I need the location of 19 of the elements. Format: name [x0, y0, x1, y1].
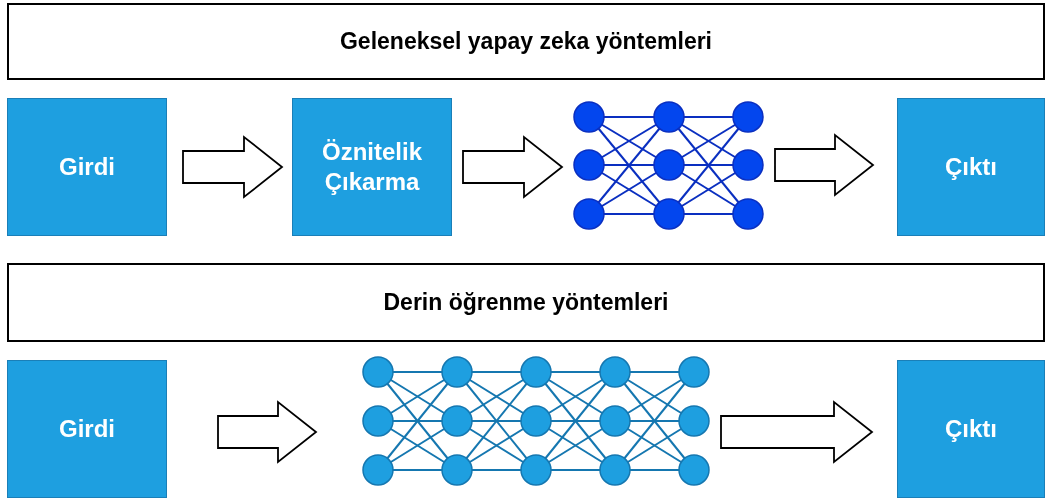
box-label: Girdi	[59, 414, 115, 444]
box-label: Öznitelik Çıkarma	[321, 137, 423, 197]
heading-band	[7, 3, 1045, 80]
process-box	[897, 360, 1045, 498]
process-box	[292, 98, 452, 236]
block-arrow	[774, 133, 875, 197]
box-label: Çıktı	[945, 152, 997, 182]
section-heading: Derin öğrenme yöntemleri	[383, 288, 669, 318]
process-box	[897, 98, 1045, 236]
process-box	[7, 98, 167, 236]
block-arrow	[720, 400, 874, 464]
box-label: Girdi	[59, 152, 115, 182]
heading-band	[7, 263, 1045, 342]
block-arrow	[462, 135, 564, 199]
process-box	[7, 360, 167, 498]
block-arrow	[217, 400, 318, 464]
block-arrow	[182, 135, 284, 199]
box-label: Çıktı	[945, 414, 997, 444]
section-heading: Geleneksel yapay zeka yöntemleri	[339, 27, 712, 57]
